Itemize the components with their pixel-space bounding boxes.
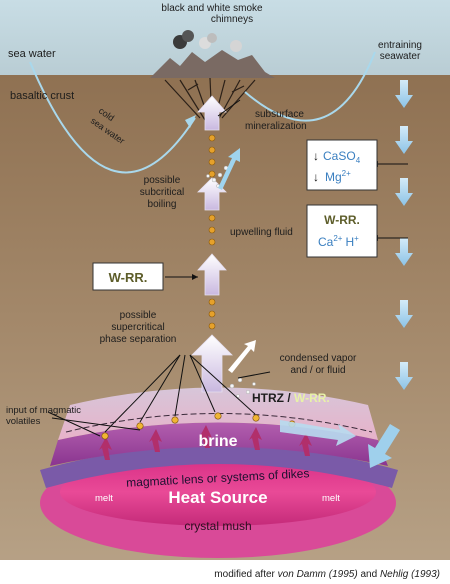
precip-arrow-2: ↓ bbox=[313, 170, 319, 184]
precip-mg: Mg2+ bbox=[325, 169, 351, 184]
fluid-dots bbox=[208, 134, 216, 330]
box-precipitates bbox=[306, 139, 378, 191]
label-upwelling: upwelling fluid bbox=[230, 227, 293, 238]
precip-mg-sup: 2+ bbox=[342, 169, 351, 178]
ion-h: H bbox=[345, 235, 354, 249]
label-input-line2: volatiles bbox=[6, 416, 41, 427]
precip-mg-text: Mg bbox=[325, 170, 342, 184]
vapor-arrow-upright bbox=[228, 340, 256, 373]
label-smoke-line1: black and white smoke bbox=[161, 3, 263, 14]
smoke-plumes bbox=[173, 30, 242, 52]
box-wrr-right bbox=[306, 204, 378, 258]
label-heat-source: Heat Source bbox=[168, 488, 267, 507]
label-condensed-line2: and / or fluid bbox=[290, 365, 345, 376]
chimney-mound bbox=[150, 50, 275, 78]
ion-ca: Ca bbox=[318, 235, 334, 249]
caption: modified after von Damm (1995) and Nehli… bbox=[214, 569, 440, 580]
cold-water-arrowhead-left bbox=[185, 115, 196, 128]
caption-ref1: von Damm (1995) bbox=[278, 569, 358, 580]
label-supercritical-line2: supercritical bbox=[111, 322, 164, 333]
caption-prefix: modified after bbox=[214, 569, 277, 580]
label-entraining-line2: seawater bbox=[380, 51, 421, 62]
htrz-lateral-arrow bbox=[280, 420, 356, 446]
precip-caso4: CaSO4 bbox=[323, 149, 361, 165]
label-melt-left: melt bbox=[95, 493, 113, 504]
label-melt-right: melt bbox=[322, 493, 340, 504]
box-wrr-left bbox=[92, 262, 164, 291]
label-entraining-line1: entraining bbox=[378, 40, 422, 51]
box-wrr-left-label: W-RR. bbox=[109, 270, 148, 285]
label-condensed-line1: condensed vapor bbox=[280, 353, 357, 364]
cold-water-path-right bbox=[244, 51, 376, 122]
box-wrr-right-title: W-RR. bbox=[324, 213, 360, 227]
label-htrz-wrr: W-RR. bbox=[294, 391, 330, 405]
cold-water-path-left bbox=[29, 61, 196, 174]
label-subsurface-line1: subsurface bbox=[255, 109, 304, 120]
label-basaltic-crust: basaltic crust bbox=[10, 90, 74, 102]
label-htrz: HTRZ / W-RR. bbox=[252, 391, 330, 405]
precip-arrow-1: ↓ bbox=[313, 149, 319, 163]
ion-h-sup: + bbox=[354, 234, 359, 243]
ion-ca-sup: 2+ bbox=[333, 234, 342, 243]
label-supercritical-line1: possible bbox=[120, 310, 157, 321]
label-supercritical-line3: phase separation bbox=[100, 334, 177, 345]
vapor-bubbles bbox=[229, 377, 256, 398]
label-sea-water: sea water bbox=[8, 48, 56, 60]
caption-ref2: Nehlig (1993) bbox=[380, 569, 440, 580]
label-smoke-line2: chimneys bbox=[211, 14, 253, 25]
entraining-downflow bbox=[395, 80, 413, 390]
label-subcritical-line3: boiling bbox=[148, 199, 177, 210]
label-input-line1: input of magmatic bbox=[6, 405, 81, 416]
label-subcritical-line2: subcritical bbox=[140, 187, 184, 198]
heat-source-zone bbox=[60, 458, 376, 526]
label-brine: brine bbox=[198, 433, 237, 450]
label-subsurface-line2: mineralization bbox=[245, 121, 307, 132]
vapor-arrow-up bbox=[218, 148, 240, 190]
inflow-arrow-htrz bbox=[368, 424, 400, 468]
box-wrr-right-ions: Ca2+H+ bbox=[318, 234, 359, 249]
precip-caso4-text: CaSO bbox=[323, 149, 356, 163]
precip-caso4-sub: 4 bbox=[356, 156, 361, 165]
label-subcritical-line1: possible bbox=[144, 175, 181, 186]
volatile-dots bbox=[101, 412, 296, 440]
label-crystal-mush: crystal mush bbox=[184, 519, 251, 533]
caption-middle: and bbox=[358, 569, 380, 580]
caption-strip bbox=[0, 560, 450, 584]
magma-heat-arrows bbox=[99, 425, 312, 460]
upwelling-column bbox=[191, 95, 233, 393]
pointer-lines bbox=[47, 99, 408, 437]
label-htrz-prefix: HTRZ / bbox=[252, 391, 291, 405]
